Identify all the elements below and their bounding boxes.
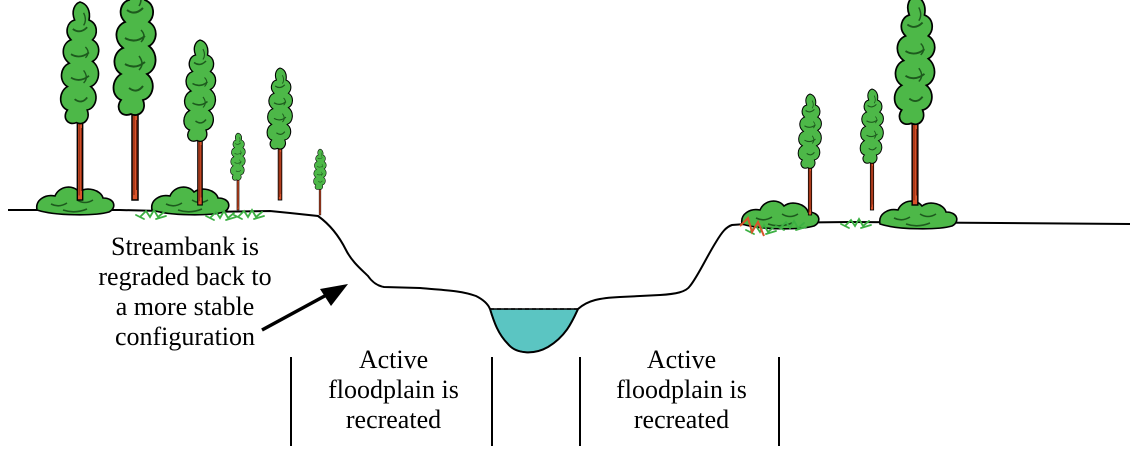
annotation-line: a more stable bbox=[30, 292, 340, 322]
tree-icon bbox=[798, 94, 821, 215]
stream-water bbox=[490, 309, 578, 352]
floodplain-right-annotation: Active floodplain is recreated bbox=[584, 345, 779, 435]
annotation-line: recreated bbox=[584, 405, 779, 435]
annotation-line: Streambank is bbox=[30, 232, 340, 262]
annotation-line: Active bbox=[296, 345, 491, 375]
shrub-icon bbox=[37, 187, 114, 215]
grass-tuft-icon bbox=[841, 219, 871, 228]
tree-icon bbox=[314, 149, 327, 215]
tree-icon bbox=[114, 0, 156, 200]
shrub-icon bbox=[742, 201, 819, 229]
tree-icon bbox=[895, 0, 935, 205]
streambank-annotation: Streambank is regraded back to a more st… bbox=[30, 232, 340, 352]
shrub-icon bbox=[152, 187, 229, 215]
tree-icon bbox=[230, 133, 245, 210]
tree-icon bbox=[267, 68, 292, 200]
right-bank-vegetation bbox=[740, 0, 957, 236]
annotation-line: floodplain is bbox=[584, 375, 779, 405]
annotation-line: regraded back to bbox=[30, 262, 340, 292]
tree-icon bbox=[184, 40, 216, 205]
annotation-line: floodplain is bbox=[296, 375, 491, 405]
annotation-line: Active bbox=[584, 345, 779, 375]
annotation-line: recreated bbox=[296, 405, 491, 435]
tree-icon bbox=[860, 89, 883, 210]
floodplain-left-annotation: Active floodplain is recreated bbox=[296, 345, 491, 435]
left-bank-vegetation bbox=[37, 0, 326, 220]
tree-icon bbox=[61, 2, 99, 200]
annotation-line: configuration bbox=[30, 322, 340, 352]
